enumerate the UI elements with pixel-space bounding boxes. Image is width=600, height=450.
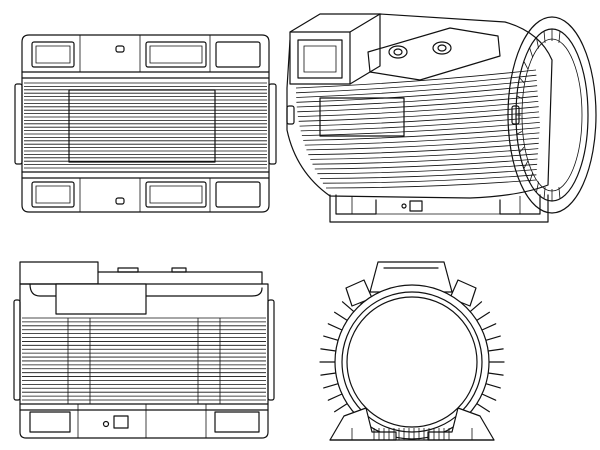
flange-rib <box>544 187 545 199</box>
radial-fin <box>488 349 503 351</box>
fin-line <box>305 133 540 145</box>
radial-fin <box>321 349 336 351</box>
fin-line <box>298 101 538 116</box>
radial-fin <box>470 302 481 312</box>
cooling-fins-top-view <box>24 83 267 168</box>
cooling-fins-side-view <box>22 318 266 400</box>
fin-line <box>296 70 536 88</box>
fin-line <box>299 107 539 122</box>
radial-fin <box>488 373 503 375</box>
radial-fin <box>482 394 496 400</box>
base-fin-stubs <box>374 428 449 440</box>
radial-fin <box>343 302 354 312</box>
flange-rib <box>530 48 533 57</box>
flange-rib <box>517 132 522 135</box>
flange-rib <box>524 61 528 69</box>
isometric-view <box>287 14 596 222</box>
fin-line <box>313 154 538 164</box>
fin-line <box>315 159 538 169</box>
radial-fin <box>328 394 342 400</box>
fin-line <box>296 81 537 98</box>
flange-rib <box>536 38 538 49</box>
fin-line <box>326 180 536 188</box>
radial-fin <box>321 373 336 375</box>
radial-fin <box>328 324 342 330</box>
fin-line <box>323 175 537 183</box>
top-view <box>15 35 276 212</box>
side-view <box>14 262 274 438</box>
cooling-fins-isometric-view <box>296 70 540 188</box>
fin-line <box>297 91 538 107</box>
radial-fin <box>477 312 490 320</box>
fin-line <box>296 86 537 103</box>
fin-line <box>300 112 539 126</box>
radial-fin <box>335 312 348 320</box>
fin-line <box>302 122 540 135</box>
fin-line <box>320 170 537 179</box>
radial-fin <box>335 404 348 412</box>
fin-line <box>310 149 538 160</box>
radial-fin <box>324 384 338 388</box>
flange-rib <box>559 31 560 43</box>
radial-fin <box>486 336 500 340</box>
fin-line <box>317 164 537 173</box>
radial-fin <box>324 336 338 340</box>
end-view <box>320 262 504 440</box>
fin-line <box>308 143 538 154</box>
radial-fin <box>477 404 490 412</box>
fin-line <box>301 117 540 131</box>
radial-fin <box>486 384 500 388</box>
front-flange-ribs <box>516 29 560 201</box>
fin-line <box>297 96 538 112</box>
flange-rib <box>536 182 538 193</box>
radial-fin <box>482 324 496 330</box>
fin-line <box>296 75 536 93</box>
fin-line <box>306 138 539 150</box>
flange-rib <box>544 31 545 43</box>
flange-rib <box>559 187 560 199</box>
fin-line <box>303 128 540 141</box>
